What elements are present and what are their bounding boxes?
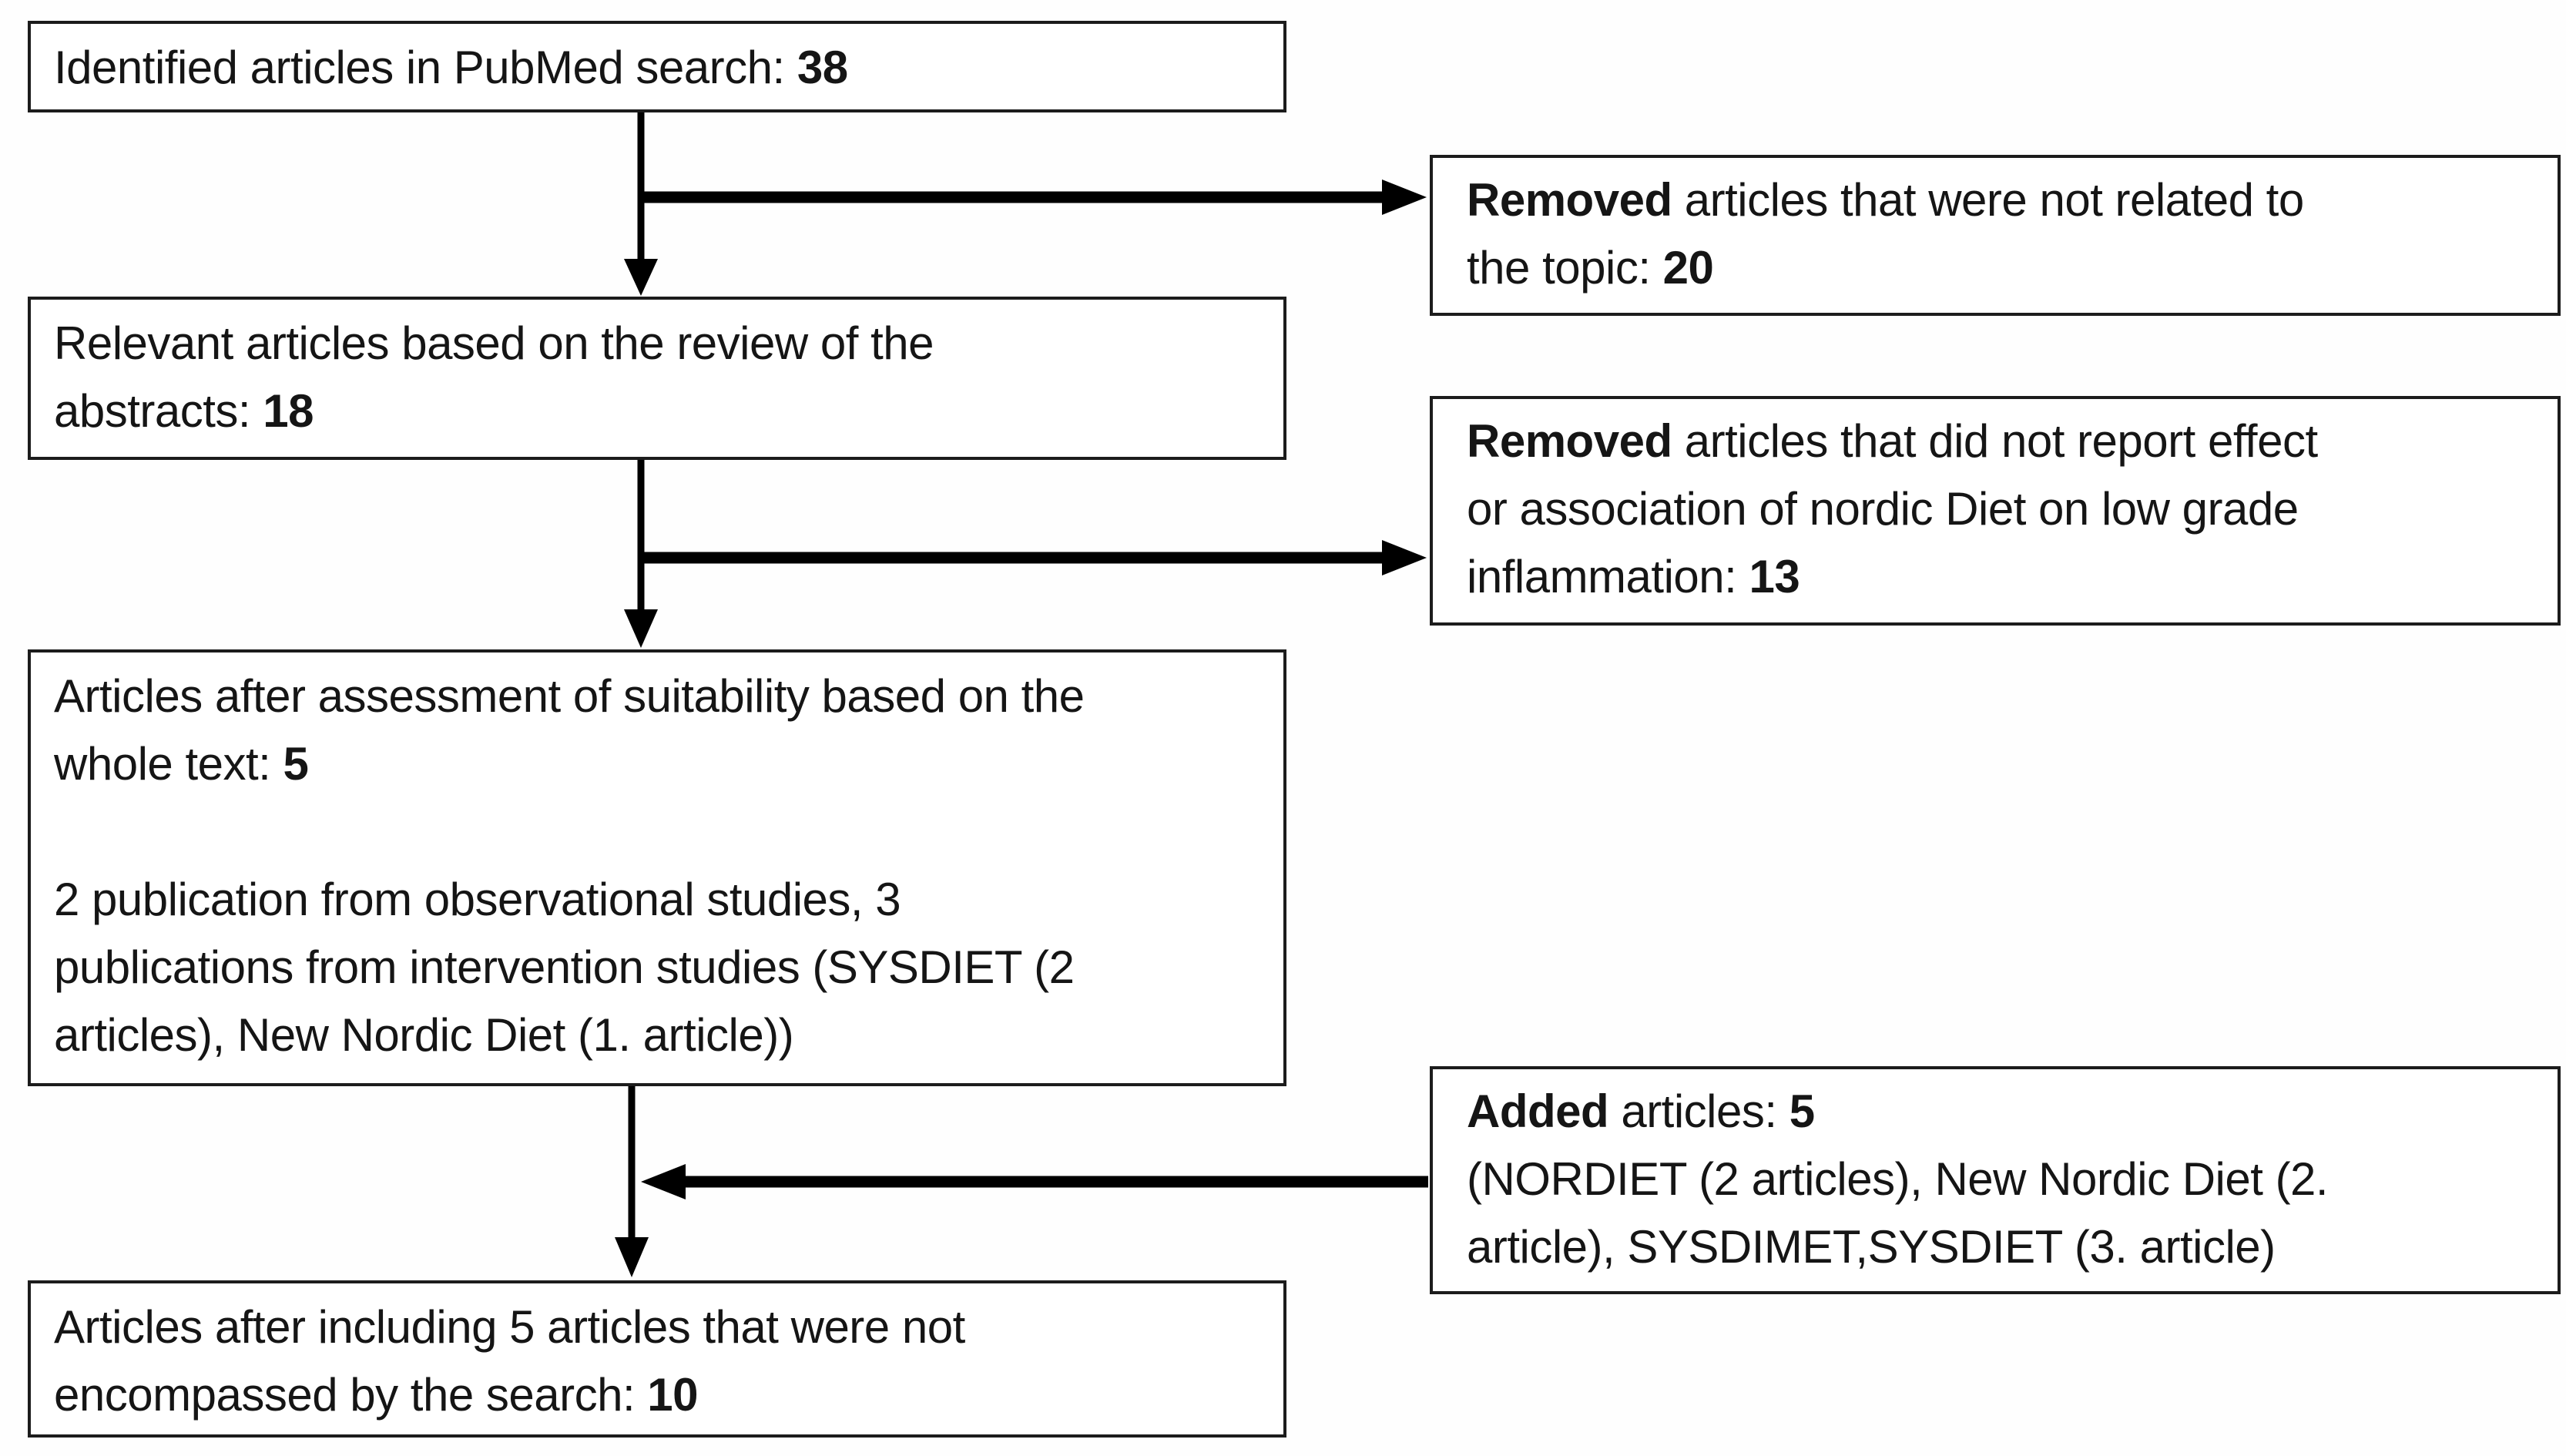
box-added-articles-text: Added articles: 5 (NORDIET (2 articles),…: [1467, 1085, 2329, 1273]
arrow-branch-removed-effect: [641, 540, 1427, 575]
box-removed-no-effect: Removed articles that did not report eff…: [1430, 396, 2561, 626]
box-removed-not-related: Removed articles that were not related t…: [1430, 155, 2561, 316]
box-assessed-articles: Articles after assessment of suitability…: [28, 649, 1286, 1086]
arrow-assessed-to-final: [615, 1086, 649, 1277]
box-final-articles-text: Articles after including 5 articles that…: [54, 1301, 965, 1421]
box-identified-articles-text: Identified articles in PubMed search: 38: [54, 42, 848, 93]
arrow-identified-to-relevant: [624, 112, 658, 296]
box-assessed-articles-text: Articles after assessment of suitability…: [54, 670, 1085, 1061]
box-identified-articles: Identified articles in PubMed search: 38: [28, 21, 1286, 112]
arrow-added-to-main: [641, 1164, 1428, 1199]
box-relevant-articles-text: Relevant articles based on the review of…: [54, 317, 934, 437]
box-relevant-articles: Relevant articles based on the review of…: [28, 297, 1286, 460]
box-final-articles: Articles after including 5 articles that…: [28, 1280, 1286, 1438]
arrow-branch-removed-topic: [641, 179, 1427, 215]
box-added-articles: Added articles: 5 (NORDIET (2 articles),…: [1430, 1066, 2561, 1294]
box-removed-no-effect-text: Removed articles that did not report eff…: [1467, 415, 2318, 602]
box-removed-not-related-text: Removed articles that were not related t…: [1467, 174, 2304, 294]
arrow-relevant-to-assessed: [624, 460, 658, 648]
